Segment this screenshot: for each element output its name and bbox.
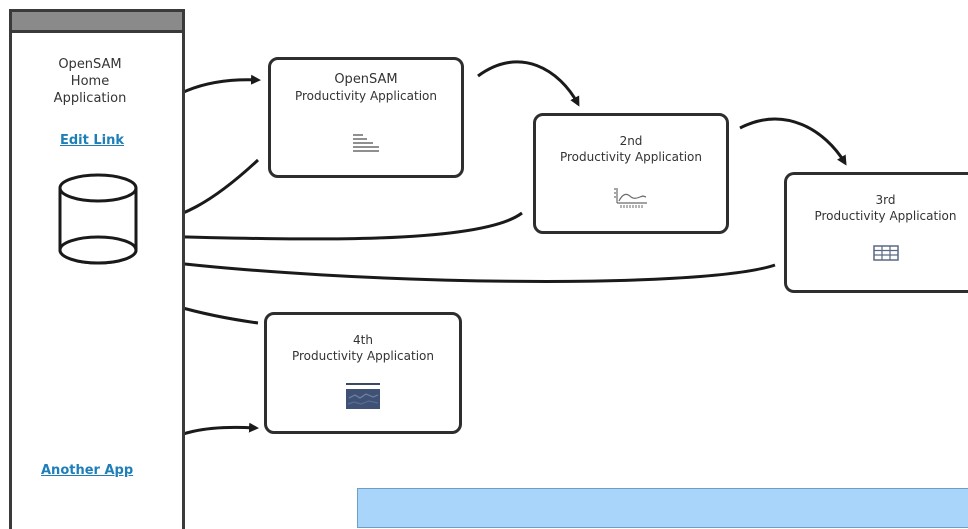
arrow-2nd-to-db	[145, 211, 523, 242]
list-lines-icon	[353, 134, 379, 152]
arrow-opensam-to-2nd	[477, 60, 580, 107]
diagram-canvas	[109, 60, 847, 454]
home-application-title: OpenSAM Home Application	[40, 56, 140, 107]
app-name: 3rd	[875, 193, 896, 207]
home-title-line: Home	[70, 74, 110, 89]
table-grid-icon	[872, 245, 899, 261]
another-app-link[interactable]: Another App	[41, 463, 134, 478]
database-icon	[58, 173, 138, 265]
app-box-3rd[interactable]: 3rd Productivity Application	[784, 172, 968, 293]
arrow-2nd-to-3rd	[739, 117, 847, 166]
home-panel-titlebar	[12, 12, 182, 33]
app-box-2nd[interactable]: 2nd Productivity Application	[533, 113, 729, 234]
home-application-panel	[9, 9, 185, 529]
map-thumbnail-icon	[346, 383, 380, 409]
arrow-3rd-to-db	[147, 255, 776, 283]
app-box-opensam[interactable]: OpenSAM Productivity Application	[268, 57, 464, 178]
app-box-4th[interactable]: 4th Productivity Application	[264, 312, 462, 434]
home-title-line: OpenSAM	[58, 57, 122, 72]
app-subtitle: Productivity Application	[291, 349, 434, 363]
area-chart-icon	[614, 188, 647, 208]
app-name: 4th	[353, 333, 373, 347]
app-subtitle: Productivity Application	[559, 150, 702, 164]
app-name: OpenSAM	[334, 72, 398, 87]
home-title-line: Application	[53, 91, 127, 106]
app-name: 2nd	[619, 134, 643, 148]
app-subtitle: Productivity Application	[294, 89, 437, 103]
app-subtitle: Productivity Application	[814, 209, 957, 223]
edit-link[interactable]: Edit Link	[60, 133, 125, 148]
bottom-info-panel	[357, 488, 968, 528]
